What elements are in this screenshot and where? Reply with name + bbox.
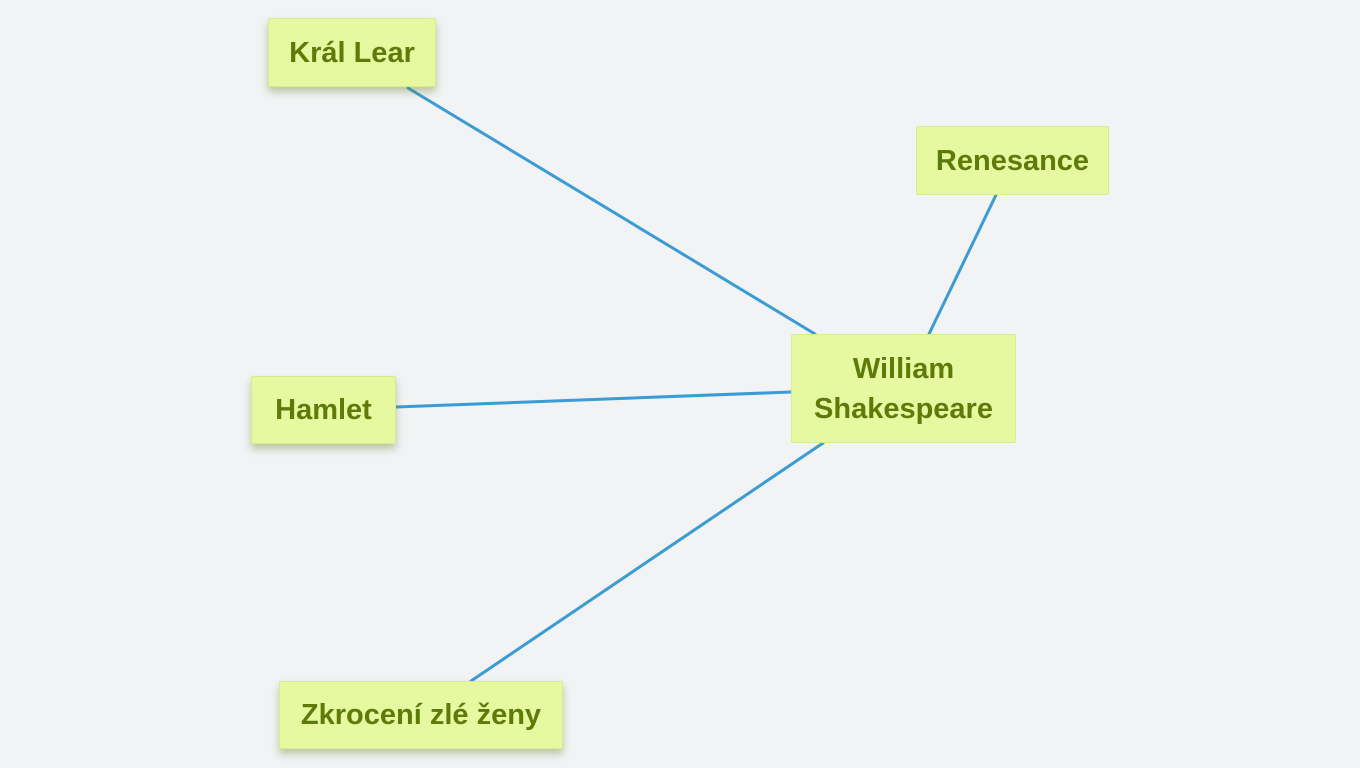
connector-kral-lear (406, 86, 817, 336)
central-topic-label: William Shakespeare (814, 352, 993, 425)
connector-zkroceni (469, 441, 825, 683)
connector-renesance (927, 193, 998, 336)
topic-node-renesance[interactable]: Renesance (916, 126, 1109, 195)
topic-label: Hamlet (275, 394, 372, 426)
central-topic-node[interactable]: William Shakespeare (791, 334, 1016, 443)
topic-label: Král Lear (289, 36, 415, 69)
topic-node-zkroceni[interactable]: Zkrocení zlé ženy (279, 681, 563, 749)
topic-node-kral-lear[interactable]: Král Lear (268, 18, 436, 87)
topic-label: Renesance (935, 144, 1090, 177)
topic-node-hamlet[interactable]: Hamlet (251, 376, 396, 444)
connector-hamlet (394, 390, 793, 409)
topic-label: Zkrocení zlé ženy (300, 699, 542, 731)
